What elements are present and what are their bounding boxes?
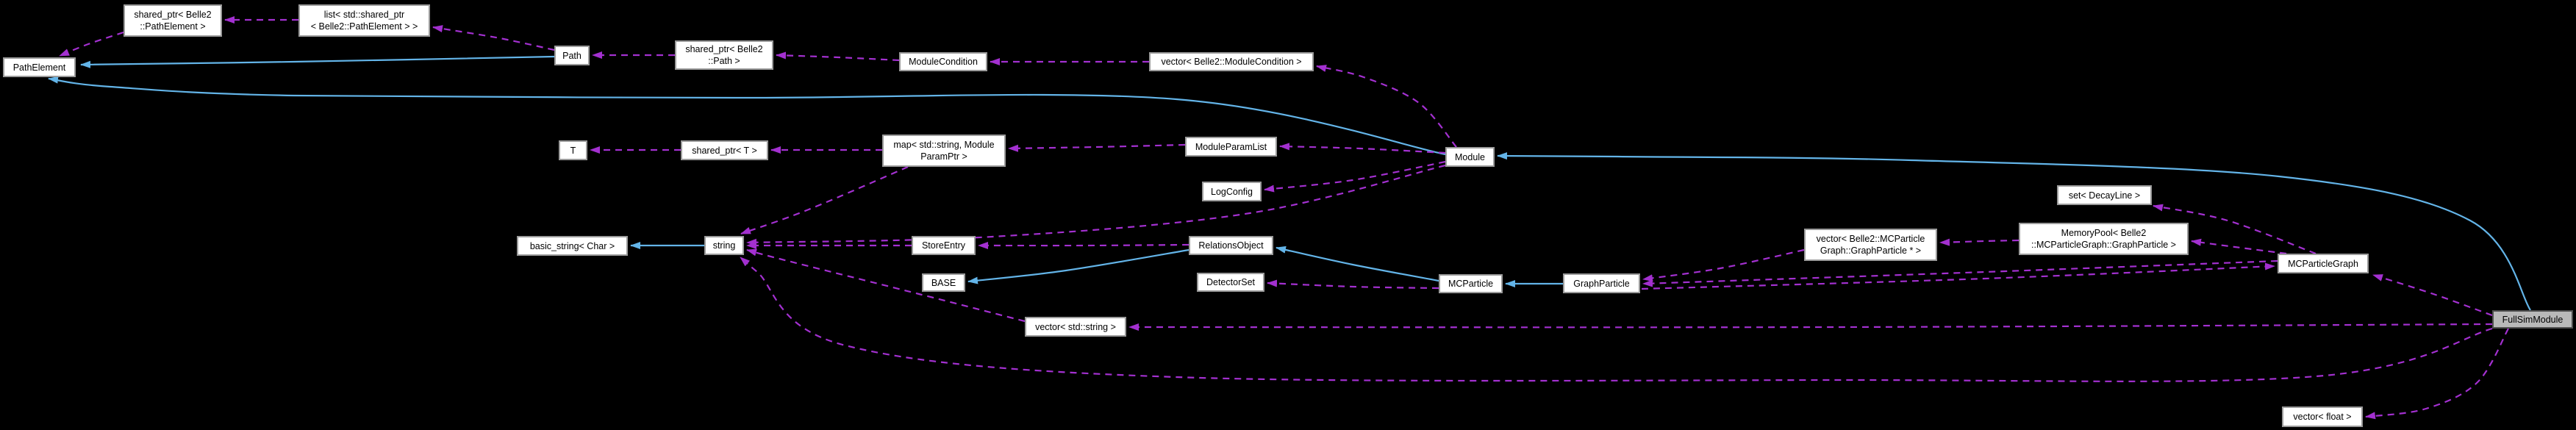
edge-sp_pathelement-to-pathelement xyxy=(59,31,124,57)
node-mcparticlegraph[interactable]: MCParticleGraph xyxy=(2278,254,2369,273)
node-sp_t[interactable]: shared_ptr< T > xyxy=(681,140,768,160)
edge-module-to-string xyxy=(746,164,1446,246)
node-fullsimmodule[interactable]: FullSimModule xyxy=(2492,310,2573,329)
edge-mcparticle-to-detectorset xyxy=(1267,279,1439,290)
edge-fullsimmodule-to-vec_string xyxy=(1128,323,2493,332)
node-detectorset[interactable]: DetectorSet xyxy=(1197,273,1264,292)
edge-module-to-moduleparamlist xyxy=(1279,143,1446,154)
node-modulecondition[interactable]: ModuleCondition xyxy=(899,52,987,71)
node-modulecondition-label-line: ModuleCondition xyxy=(909,57,978,67)
node-sp_path-label-line: ::Path > xyxy=(708,56,740,66)
edge-vec_string-to-string xyxy=(746,248,1026,323)
node-detectorset-label-line: DetectorSet xyxy=(1206,277,1255,287)
edge-module-to-vec_modulecondition xyxy=(1316,65,1457,148)
edge-modulecondition-to-sp_path xyxy=(776,51,900,62)
edge-path-to-list_sp_pathelement xyxy=(432,25,555,51)
node-basic_string-label-line: basic_string< Char > xyxy=(529,240,615,251)
node-relationsobject-label-line: RelationsObject xyxy=(1198,240,1264,251)
edge-relationsobject-to-storeentry xyxy=(978,242,1189,250)
edge-relationsobject-to-base xyxy=(967,248,1189,284)
node-module-label-line: Module xyxy=(1455,151,1485,162)
edge-fullsimmodule-to-string xyxy=(740,257,2493,382)
edge-module-to-pathelement xyxy=(48,76,1446,156)
node-string[interactable]: string xyxy=(704,236,744,255)
node-mcparticle-label-line: MCParticle xyxy=(1448,279,1494,289)
node-moduleparamlist[interactable]: ModuleParamList xyxy=(1185,137,1277,157)
node-relationsobject[interactable]: RelationsObject xyxy=(1189,236,1273,255)
edge-vec_graphparticle-to-graphparticle xyxy=(1642,248,1805,282)
node-t-label-line: T xyxy=(570,145,576,156)
node-vec_graphparticle-label-line: Graph::GraphParticle * > xyxy=(1820,246,1922,256)
node-basic_string[interactable]: basic_string< Char > xyxy=(517,236,628,256)
node-pathelement[interactable]: PathElement xyxy=(3,57,76,77)
node-path-label-line: Path xyxy=(562,50,582,61)
node-string-label-line: string xyxy=(712,240,736,251)
edge-mcparticlegraph-to-set_decayline xyxy=(2153,204,2316,255)
node-vec_float-label-line: vector< float > xyxy=(2293,412,2352,422)
node-map_param-label-line: map< std::string, Module xyxy=(893,140,995,150)
edge-fullsimmodule-to-module xyxy=(1497,152,2531,311)
node-sp_path[interactable]: shared_ptr< Belle2::Path > xyxy=(675,40,773,70)
node-vec_string[interactable]: vector< std::string > xyxy=(1025,317,1126,337)
node-list_sp_pathelement-label-line: list< std::shared_ptr xyxy=(323,10,405,20)
node-t[interactable]: T xyxy=(559,140,587,160)
edge-path-to-pathelement xyxy=(80,55,555,68)
node-fullsimmodule-label-line: FullSimModule xyxy=(2502,314,2564,325)
edge-map_param-to-string xyxy=(740,165,909,235)
node-logconfig-label-line: LogConfig xyxy=(1211,186,1253,197)
node-vec_string-label-line: vector< std::string > xyxy=(1035,321,1116,332)
node-sp_t-label-line: shared_ptr< T > xyxy=(692,145,757,156)
node-list_sp_pathelement-label-line: < Belle2::PathElement > > xyxy=(310,21,418,32)
edge-mcparticlegraph-to-graphparticle xyxy=(1642,259,2278,287)
edge-module-to-logconfig xyxy=(1264,160,1446,193)
node-vec_modulecondition[interactable]: vector< Belle2::ModuleCondition > xyxy=(1149,52,1314,71)
node-sp_path-label-line: shared_ptr< Belle2 xyxy=(685,44,763,54)
node-sp_pathelement-label-line: shared_ptr< Belle2 xyxy=(134,10,212,20)
node-map_param-label-line: ParamPtr > xyxy=(920,151,967,162)
node-memorypool-label-line: MemoryPool< Belle2 xyxy=(2061,228,2147,238)
node-vec_modulecondition-label-line: vector< Belle2::ModuleCondition > xyxy=(1161,57,1302,67)
edge-mcparticlegraph-to-memorypool xyxy=(2191,238,2287,255)
node-path[interactable]: Path xyxy=(554,46,590,65)
node-pathelement-label-line: PathElement xyxy=(12,62,66,73)
node-base[interactable]: BASE xyxy=(922,273,965,292)
node-moduleparamlist-label-line: ModuleParamList xyxy=(1195,141,1267,152)
node-set_decayline[interactable]: set< DecayLine > xyxy=(2057,185,2152,205)
edge-mcparticle-to-relationsobject xyxy=(1276,246,1439,282)
edge-fullsimmodule-to-mcparticlegraph xyxy=(2372,273,2493,317)
node-mcparticle[interactable]: MCParticle xyxy=(1439,274,1503,293)
node-module[interactable]: Module xyxy=(1445,147,1495,167)
node-base-label-line: BASE xyxy=(931,277,956,288)
node-vec_graphparticle-label-line: vector< Belle2::MCParticle xyxy=(1816,234,1925,244)
edge-moduleparamlist-to-map_param xyxy=(1008,143,1186,152)
node-storeentry-label-line: StoreEntry xyxy=(921,240,966,251)
node-sp_pathelement-label-line: ::PathElement > xyxy=(140,21,206,32)
edge-fullsimmodule-to-vec_float xyxy=(2365,328,2509,420)
node-list_sp_pathelement[interactable]: list< std::shared_ptr< Belle2::PathEleme… xyxy=(298,4,430,37)
node-mcparticlegraph-label-line: MCParticleGraph xyxy=(2288,258,2358,269)
node-sp_pathelement[interactable]: shared_ptr< Belle2::PathElement > xyxy=(124,4,222,37)
node-logconfig[interactable]: LogConfig xyxy=(1202,182,1262,201)
edge-memorypool-to-vec_graphparticle xyxy=(1939,238,2019,246)
node-graphparticle[interactable]: GraphParticle xyxy=(1563,273,1640,293)
node-storeentry[interactable]: StoreEntry xyxy=(912,236,976,255)
node-set_decayline-label-line: set< DecayLine > xyxy=(2068,190,2141,201)
edge-graphparticle-to-mcparticlegraph xyxy=(1641,262,2275,290)
node-graphparticle-label-line: GraphParticle xyxy=(1573,278,1630,289)
node-memorypool[interactable]: MemoryPool< Belle2::MCParticleGraph::Gra… xyxy=(2019,223,2189,255)
node-vec_float[interactable]: vector< float > xyxy=(2282,406,2363,427)
node-memorypool-label-line: ::MCParticleGraph::GraphParticle > xyxy=(2031,240,2176,250)
